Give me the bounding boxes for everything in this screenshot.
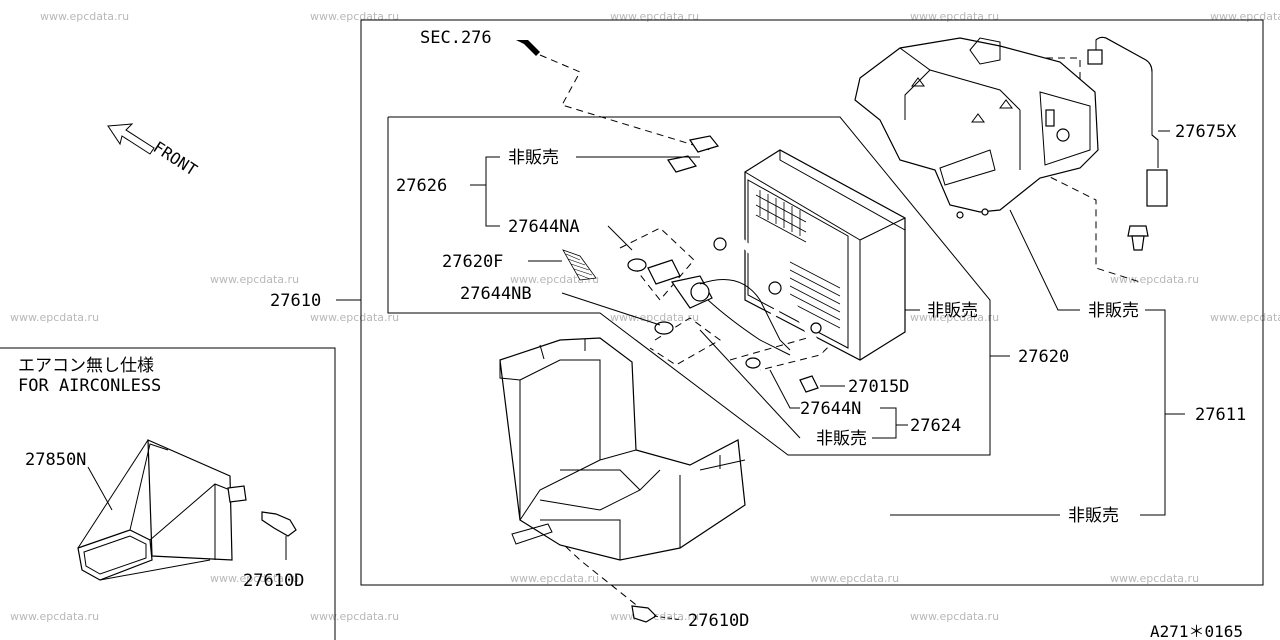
label-lower-case-not-sold: 非販売 [1068,506,1119,526]
watermark: www.epcdata.ru [210,273,299,286]
label-27610d-inset[interactable]: 27610D [243,571,304,591]
expansion-valve [647,259,791,356]
label-27611[interactable]: 27611 [1195,405,1246,425]
upper-case [854,37,1099,219]
label-27610d-bottom[interactable]: 27610D [688,611,749,631]
label-27850n[interactable]: 27850N [25,450,86,470]
labels: 27675X 27626 非販売 27644NA 27620F 27644NB … [270,122,1246,631]
sec-reference[interactable]: SEC.276 [420,28,540,56]
watermark: www.epcdata.ru [310,610,399,623]
watermark: www.epcdata.ru [210,572,299,585]
label-27610[interactable]: 27610 [270,291,321,311]
lower-case [499,337,746,561]
label-27626[interactable]: 27626 [396,176,447,196]
inset-title-jp: エアコン無し仕様 [18,356,154,376]
watermark: www.epcdata.ru [10,311,99,324]
watermark: www.epcdata.ru [1110,273,1199,286]
watermark: www.epcdata.ru [310,311,399,324]
label-27624[interactable]: 27624 [910,416,961,436]
filter-pad-27620f [562,249,597,281]
watermark: www.epcdata.ru [810,572,899,585]
inset-labels: エアコン無し仕様 FOR AIRCONLESS 27850N 27610D [18,356,304,591]
label-27644nb[interactable]: 27644NB [460,284,532,304]
watermark: www.epcdata.ru [10,610,99,623]
watermark: www.epcdata.ru [910,311,999,324]
inset-duct [77,439,297,581]
watermark: www.epcdata.ru [610,311,699,324]
label-27620f[interactable]: 27620F [442,252,503,272]
inset-title-en: FOR AIRCONLESS [18,376,161,396]
label-27015d[interactable]: 27015D [848,377,909,397]
o-ring-27644na [627,258,647,272]
clip-part [1127,225,1149,251]
label-pipe-not-sold: 非販売 [816,429,867,449]
front-label: FRONT [150,137,201,179]
watermark: www.epcdata.ru [1210,311,1280,324]
leader-lines [87,130,1185,560]
watermark: www.epcdata.ru [510,572,599,585]
watermark: www.epcdata.ru [910,10,999,23]
evaporator-core [744,149,906,361]
label-27675x[interactable]: 27675X [1175,122,1237,142]
watermark: www.epcdata.ru [1110,572,1199,585]
screw-bottom [631,605,683,623]
part-27015d [799,375,819,393]
watermark: www.epcdata.ru [910,610,999,623]
label-evaporator-not-sold: 非販売 [927,301,978,321]
pipes [667,135,824,354]
assembly-27610-outline [387,116,991,456]
watermark: www.epcdata.ru [610,10,699,23]
watermark: www.epcdata.ru [510,273,599,286]
diagram-code: A271＊0165 [1150,622,1243,640]
watermark: www.epcdata.ru [310,10,399,23]
sec-arrow-icon [516,40,540,56]
inset-frame [0,347,336,640]
harness-27675x [1087,36,1168,207]
front-arrow: FRONT [107,123,201,180]
watermark: www.epcdata.ru [40,10,129,23]
o-ring-27644n [745,357,761,369]
label-27644n[interactable]: 27644N [800,399,861,419]
sec-276-label[interactable]: SEC.276 [420,28,492,48]
label-27620[interactable]: 27620 [1018,347,1069,367]
main-frame [360,19,1264,586]
label-27644na[interactable]: 27644NA [508,217,580,237]
watermark: www.epcdata.ru [1210,10,1280,23]
label-27626-not-sold: 非販売 [508,148,559,168]
label-case-not-sold: 非販売 [1088,301,1139,321]
